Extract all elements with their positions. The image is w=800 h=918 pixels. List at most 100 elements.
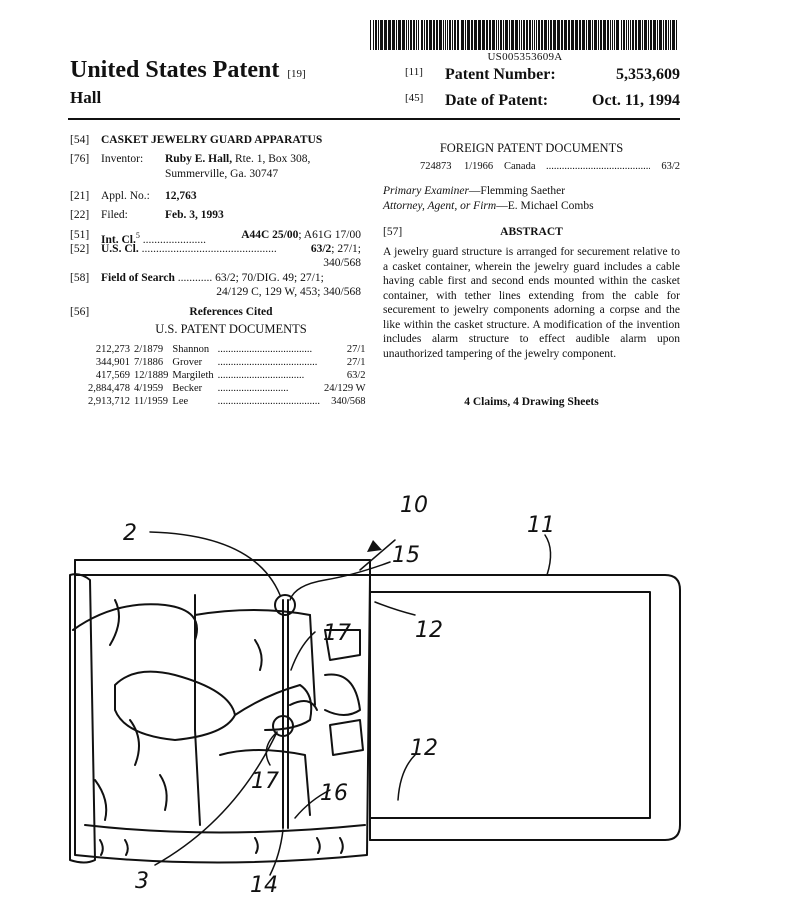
search-label: Field of Search [101, 272, 175, 284]
barcode-bar [465, 20, 466, 50]
barcode-bar [650, 20, 652, 50]
patent-number-code: [11] [405, 66, 423, 78]
barcode-bar [529, 20, 531, 50]
barcode-bar [676, 20, 677, 50]
title-code: [54] [70, 134, 90, 146]
ref-14: 14 [250, 873, 278, 898]
attorney-name: —E. Michael Combs [496, 200, 594, 212]
reference-number: 2,913,712 [88, 396, 130, 407]
abstract-code: [57] [383, 226, 403, 238]
barcode-bar [626, 20, 627, 50]
reference-name: Shannon [172, 344, 210, 355]
barcode-bar [511, 20, 514, 50]
reference-cls: 340/568 [331, 396, 366, 407]
reference-date: 12/1889 [134, 370, 169, 381]
barcode-bar [370, 20, 371, 50]
barcode-bar [452, 20, 453, 50]
date-of-patent: Oct. 11, 1994 [592, 92, 680, 109]
appl-label: Appl. No.: [101, 190, 150, 202]
search-dots: ............ [174, 272, 213, 284]
barcode-bar [632, 20, 634, 50]
barcode-bar [586, 20, 587, 50]
barcode-bar [648, 20, 649, 50]
patent-number-row: [11] Patent Number: 5,353,609 [405, 66, 680, 84]
reference-name: Lee [172, 396, 189, 407]
barcode-bar [621, 20, 622, 50]
barcode-bar [482, 20, 485, 50]
barcode-bar [418, 20, 419, 50]
ref-10: 10 [400, 493, 428, 518]
barcode-bar [373, 20, 374, 50]
ref-12a: 12 [415, 618, 443, 643]
barcode-bar [406, 20, 407, 50]
filed-date: Feb. 3, 1993 [165, 209, 224, 221]
barcode-bar [392, 20, 395, 50]
primary-examiner-label: Primary Examiner [383, 185, 469, 197]
barcode-bar [449, 20, 451, 50]
foreign-ref-country: Canada [504, 161, 536, 172]
barcode-bar [628, 20, 629, 50]
barcode-bar [380, 20, 383, 50]
date-of-patent-row: [45] Date of Patent: Oct. 11, 1994 [405, 92, 680, 110]
barcode-bar [515, 20, 518, 50]
primary-examiner-name: —Flemming Saether [468, 185, 566, 197]
search-line1: Field of Search ............ 63/2; 70/DI… [101, 271, 361, 286]
barcode-bar [443, 20, 444, 50]
foreign-ref-row: 724873 1/1966 Canada ...................… [420, 161, 680, 172]
us-docs-heading: U.S. PATENT DOCUMENTS [155, 322, 307, 336]
uscl-code: [52] [70, 243, 90, 255]
header-title: United States Patent [70, 57, 280, 83]
barcode-bar [461, 20, 464, 50]
barcode-bar [550, 20, 552, 50]
date-code: [45] [405, 92, 424, 104]
barcode-bar [663, 20, 664, 50]
barcode-bar [598, 20, 599, 50]
barcode-bar [523, 20, 525, 50]
inventor-label: Inventor: [101, 153, 144, 165]
intcl-value2: ; A61G 17/00 [298, 229, 361, 241]
barcode-bar [538, 20, 540, 50]
foreign-docs-heading: FOREIGN PATENT DOCUMENTS [439, 141, 624, 155]
barcode-bar [553, 20, 556, 50]
patent-number-label: Patent Number: [445, 66, 556, 83]
uscl-values: 63/2; 27/1; [311, 242, 361, 257]
barcode-bar [532, 20, 533, 50]
reference-name: Becker [172, 383, 203, 394]
barcode-bar [408, 20, 409, 50]
barcode-bar [612, 20, 613, 50]
barcode-bar [561, 20, 563, 50]
appl-code: [21] [70, 190, 90, 202]
barcode-bar [575, 20, 578, 50]
barcode-bar [616, 20, 619, 50]
ref-3: 3 [135, 869, 149, 894]
reference-number: 344,901 [95, 357, 130, 368]
barcode-bar [630, 20, 631, 50]
barcode-bar [492, 20, 495, 50]
header-title-code: [19] [287, 68, 306, 80]
date-label: Date of Patent: [445, 92, 549, 109]
barcode-bar [439, 20, 442, 50]
reference-name: Grover [172, 357, 203, 368]
ref-2: 2 [123, 521, 137, 546]
barcode-bar [623, 20, 625, 50]
barcode [370, 20, 677, 50]
reference-dots: ....................................... [217, 396, 321, 407]
header-rule [68, 118, 680, 120]
barcode-bar [607, 20, 609, 50]
barcode-bar [519, 20, 520, 50]
barcode-bar [564, 20, 567, 50]
barcode-number: US005353609A [487, 51, 563, 63]
patent-drawing: 2 10 11 15 12 17 12 17 16 3 14 [69, 493, 681, 898]
uscl-value: 63/2 [310, 243, 332, 255]
ref-15: 15 [392, 543, 420, 568]
reference-cls: 63/2 [346, 370, 366, 381]
barcode-bar [582, 20, 585, 50]
barcode-bar [521, 20, 522, 50]
foreign-ref-number: 724873 [420, 161, 452, 172]
barcode-bar [588, 20, 591, 50]
ref-12b: 12 [410, 736, 438, 761]
barcode-bar [375, 20, 377, 50]
